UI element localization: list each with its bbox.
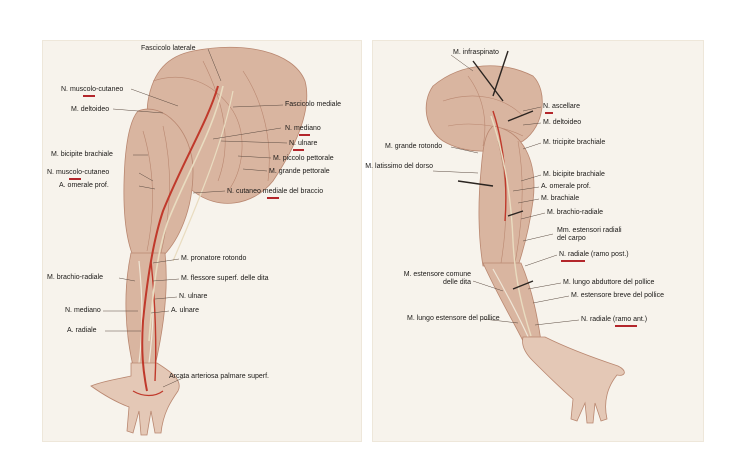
- label-m-grande-rotondo: M. grande rotondo: [385, 143, 443, 150]
- nerves: [148, 85, 234, 342]
- label-underline: [561, 260, 585, 262]
- label-m-tricipite-brachiale: M. tricipite brachiale: [543, 139, 606, 146]
- label-n-muscolo-cutaneo-upper: N. muscolo-cutaneo: [61, 86, 124, 93]
- label-m-flessore-superf-delle-dita: M. flessore superf. delle dita: [181, 275, 269, 282]
- label-underline: [83, 95, 95, 97]
- label-n-ascellare: N. ascellare: [543, 103, 580, 110]
- label-n-mediano-lower: N. mediano: [65, 307, 101, 314]
- label-underline: [267, 197, 279, 199]
- label-n-cutaneo-mediale-del-braccio: N. cutaneo mediale del braccio: [227, 188, 324, 195]
- label-underline: [299, 134, 310, 136]
- label-underline: [545, 112, 553, 114]
- label-fascicolo-mediale: Fascicolo mediale: [285, 101, 342, 108]
- label-a-omerale-prof: A. omerale prof.: [59, 182, 109, 189]
- label-fascicolo-laterale: Fascicolo laterale: [141, 45, 196, 52]
- hand-posterior: [522, 336, 625, 424]
- label-m-bicipite-brachiale: M. bicipite brachiale: [51, 151, 113, 158]
- label-n-ulnare-lower: N. ulnare: [179, 293, 208, 300]
- label-m-deltoideo: M. deltoideo: [71, 106, 110, 113]
- label-m-piccolo-pettorale: M. piccolo pettorale: [273, 155, 334, 162]
- label-n-mediano-upper: N. mediano: [285, 125, 321, 132]
- label-m-bicipite-brachiale: M. bicipite brachiale: [543, 171, 605, 178]
- label-m-lungo-abduttore-del-pollice: M. lungo abduttore del pollice: [563, 279, 655, 286]
- label-arcata-arteriosa-palmare-superf: Arcata arteriosa palmare superf.: [169, 373, 269, 380]
- label-a-omerale-prof: A. omerale prof.: [541, 183, 591, 190]
- right-plate-posterior-arm: M. infraspinato N. ascellare M. deltoide…: [365, 40, 704, 442]
- anterior-arm-illustration: [90, 46, 308, 436]
- nerves-posterior: [490, 115, 532, 337]
- arteries: [132, 85, 219, 397]
- label-n-muscolo-cutaneo-lower: N. muscolo-cutaneo: [47, 169, 110, 176]
- label-m-brachiale: M. brachiale: [541, 195, 580, 202]
- label-m-latissimo-del-dorso: M. latissimo del dorso: [365, 163, 433, 170]
- label-underline: [615, 325, 637, 327]
- posterior-arm-illustration: [425, 50, 625, 424]
- label-n-radiale-ramo-post: N. radiale (ramo post.): [559, 251, 629, 258]
- label-m-pronatore-rotondo: M. pronatore rotondo: [181, 255, 247, 262]
- forearm: [125, 252, 167, 367]
- hand: [90, 362, 180, 436]
- left-plate-anterior-arm: Fascicolo laterale N. muscolo-cutaneo M.…: [42, 40, 362, 442]
- label-a-radiale: A. radiale: [67, 327, 97, 334]
- label-underline: [293, 149, 304, 151]
- scapula-shoulder-region: [425, 65, 543, 152]
- forearm-posterior: [482, 262, 542, 342]
- label-m-grande-pettorale: M. grande pettorale: [269, 168, 330, 175]
- label-mm-estensori-radiali-del-carpo: Mm. estensori radiali del carpo: [557, 227, 622, 242]
- label-m-brachio-radiale: M. brachio-radiale: [47, 274, 104, 281]
- label-n-ulnare-upper: N. ulnare: [289, 140, 318, 147]
- label-m-estensore-comune-delle-dita: M. estensore comune delle dita: [403, 271, 471, 286]
- label-underline: [69, 178, 81, 180]
- label-a-ulnare: A. ulnare: [171, 307, 200, 314]
- label-m-brachio-radiale: M. brachio-radiale: [547, 209, 604, 216]
- label-m-estensore-breve-del-pollice: M. estensore breve del pollice: [571, 292, 664, 299]
- label-m-lungo-estensore-del-pollice: M. lungo estensore del pollice: [407, 315, 500, 322]
- dissection-pins: [457, 50, 534, 290]
- label-m-infraspinato: M. infraspinato: [453, 49, 499, 56]
- leader-lines: [103, 48, 288, 388]
- label-m-deltoideo: M. deltoideo: [543, 119, 582, 126]
- label-n-radiale-ramo-ant: N. radiale (ramo ant.): [581, 316, 648, 323]
- leader-lines: [432, 54, 580, 326]
